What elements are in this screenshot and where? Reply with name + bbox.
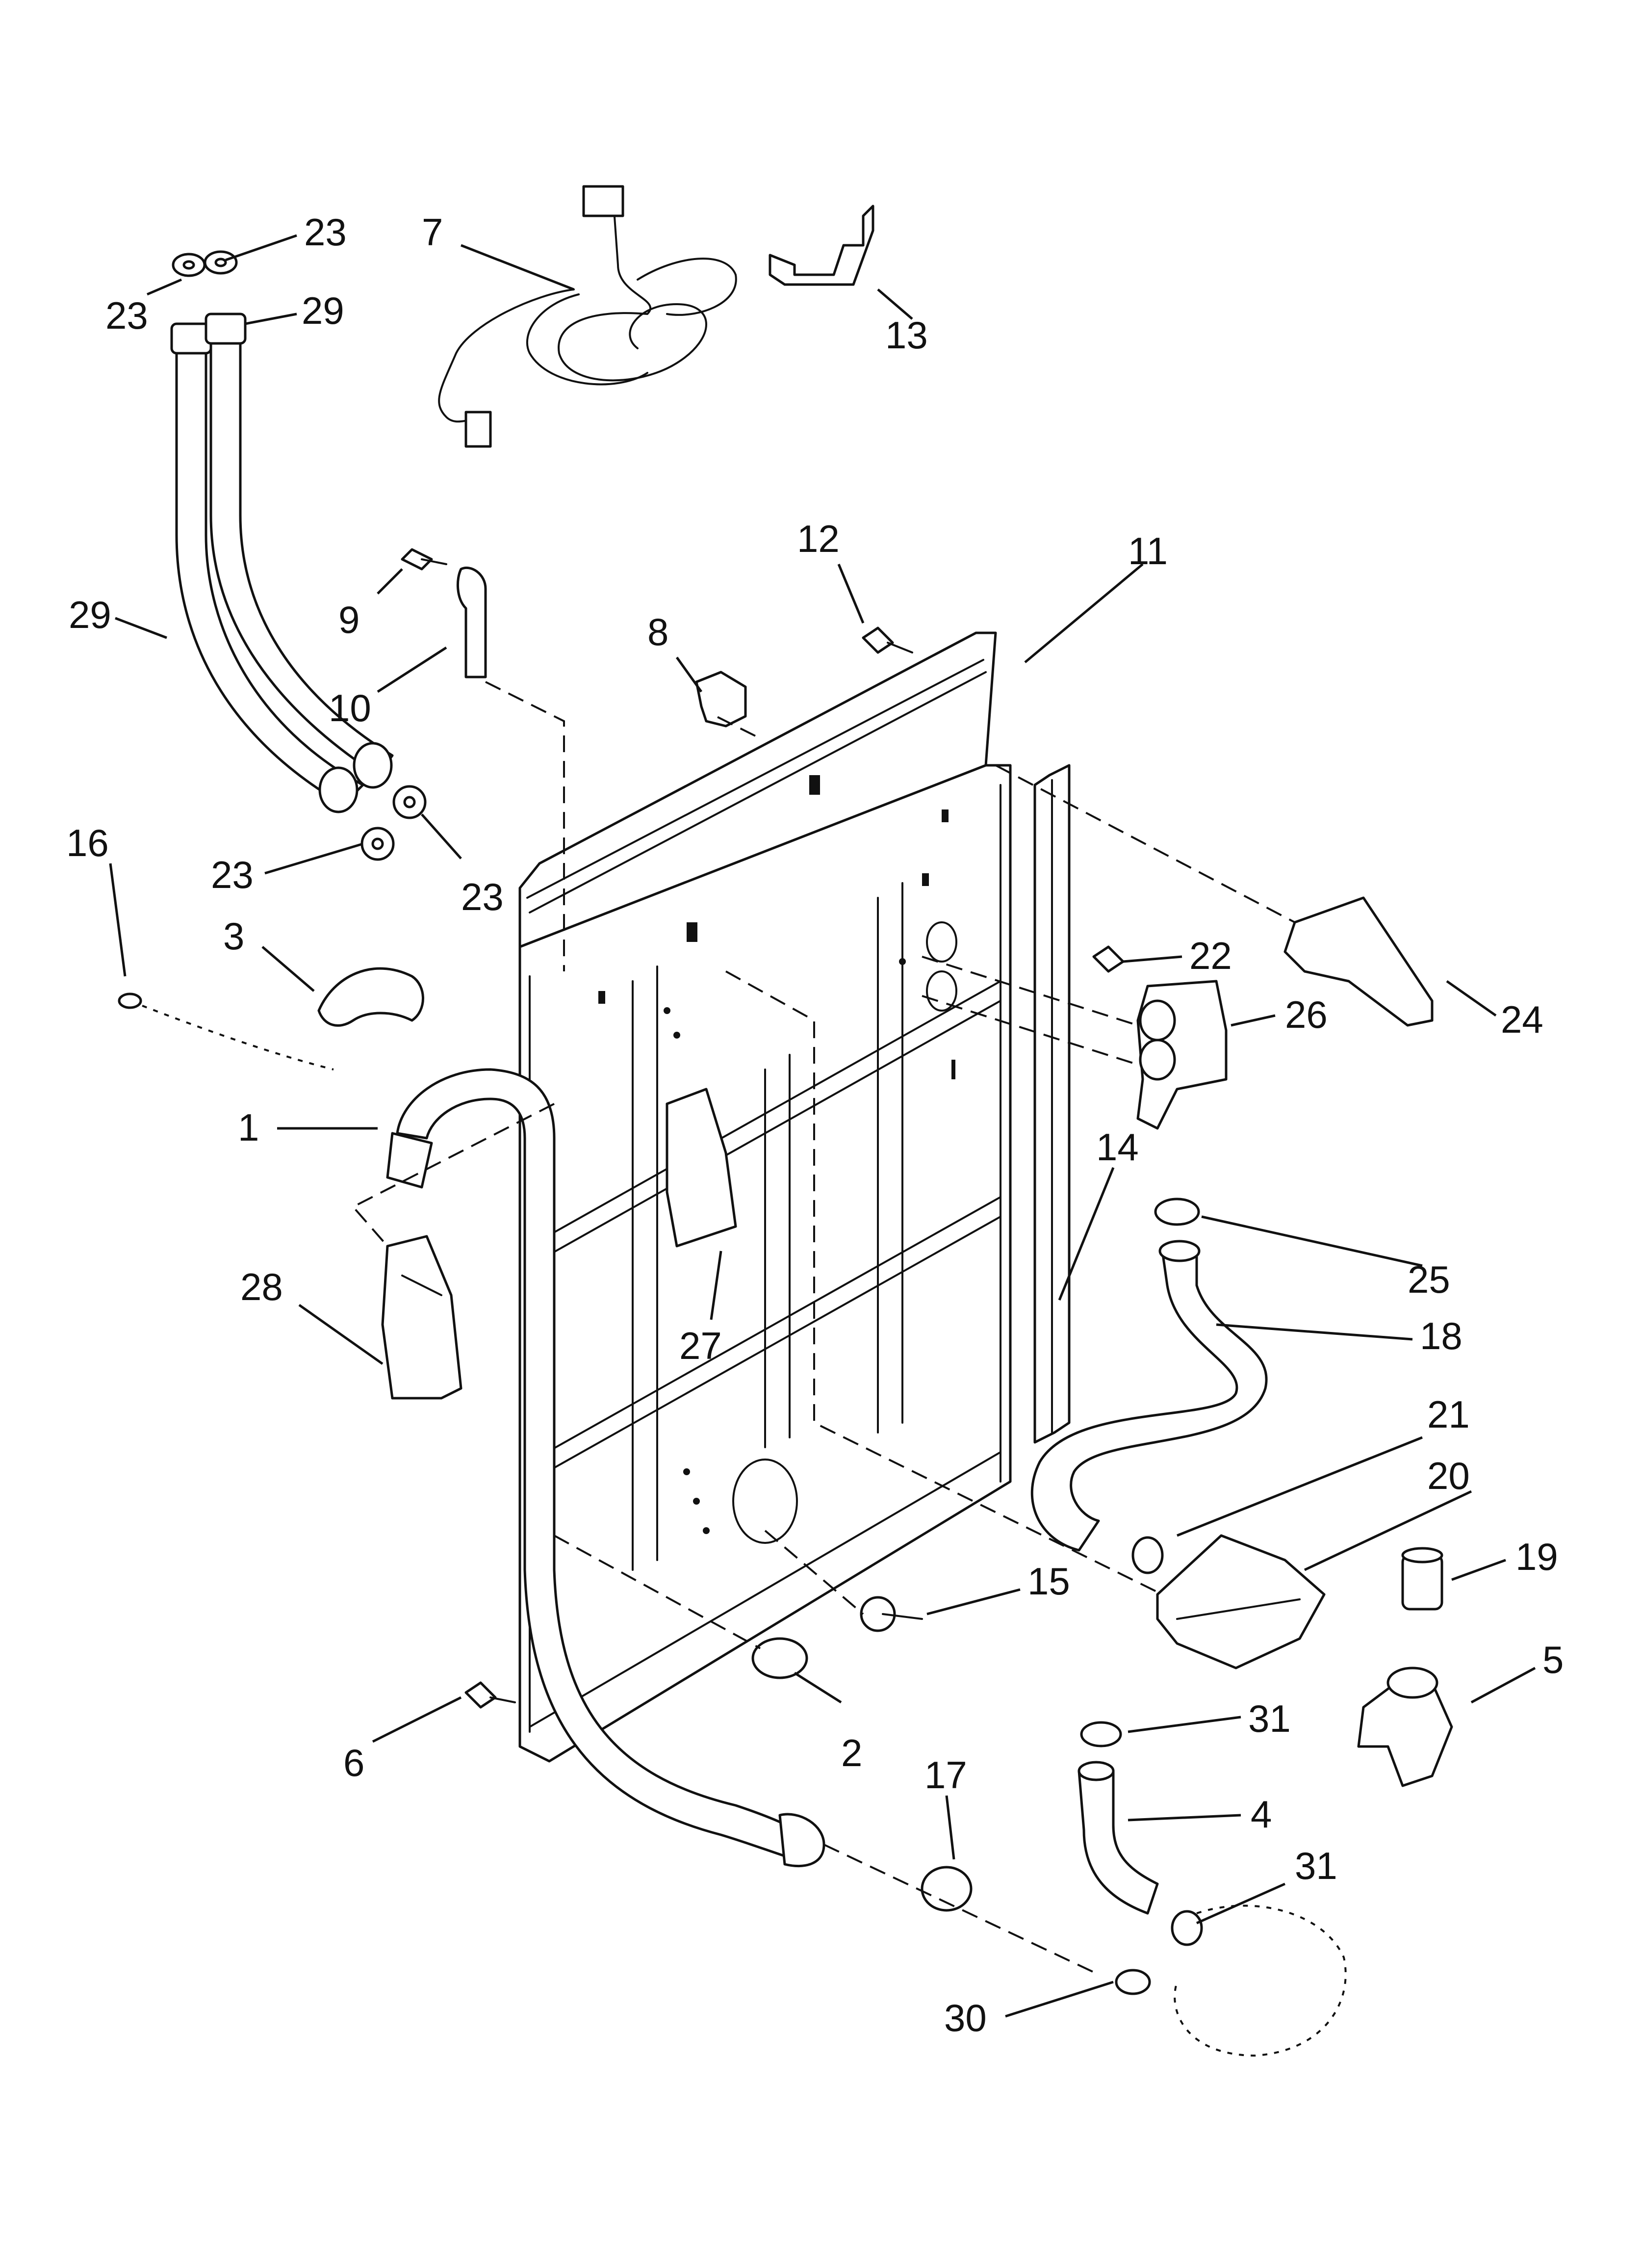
callout-26: 26 <box>1285 993 1328 1036</box>
capacitor-19 <box>1401 1547 1443 1611</box>
callout-12: 12 <box>797 517 840 560</box>
callout-8: 8 <box>647 610 668 653</box>
pump-housing-20 <box>1156 1534 1326 1669</box>
inlet-hoses <box>170 313 394 813</box>
inlet-hose-18 <box>1030 1240 1268 1552</box>
callout-17: 17 <box>924 1753 967 1797</box>
callout-21: 21 <box>1427 1393 1470 1436</box>
power-cord <box>438 185 737 448</box>
callout-14: 14 <box>1096 1125 1139 1169</box>
callout-10: 10 <box>329 686 371 730</box>
callout-23a: 23 <box>304 210 347 254</box>
callout-labels: 1 2 3 4 5 6 7 8 9 10 11 12 13 14 15 16 1… <box>66 210 1564 2039</box>
callout-4: 4 <box>1251 1793 1272 1836</box>
callout-20: 20 <box>1427 1454 1470 1497</box>
rear-panel <box>518 631 1012 1763</box>
tub-outlet-phantom <box>1174 1904 1347 2057</box>
callout-30: 30 <box>944 1996 987 2039</box>
drain-pump-5 <box>1357 1667 1453 1787</box>
bracket-24 <box>1283 896 1434 1027</box>
clamp-17 <box>921 1866 973 1912</box>
callout-25: 25 <box>1408 1258 1450 1301</box>
callout-19: 19 <box>1515 1535 1558 1578</box>
clamp-21 <box>1131 1536 1164 1574</box>
callout-13: 13 <box>885 313 928 357</box>
washers <box>172 250 427 861</box>
callout-23b: 23 <box>105 294 148 337</box>
water-valve <box>1136 980 1228 1130</box>
clip-8 <box>695 671 747 728</box>
callout-29b: 29 <box>69 593 111 636</box>
callout-11: 11 <box>1128 529 1168 573</box>
bracket-28 <box>381 1235 462 1400</box>
callout-28: 28 <box>240 1265 283 1308</box>
callout-27: 27 <box>679 1324 722 1367</box>
side-bar-14 <box>1033 764 1071 1444</box>
callout-1: 1 <box>238 1106 259 1149</box>
callout-6: 6 <box>343 1741 364 1784</box>
callout-16: 16 <box>66 821 109 864</box>
leader-arrows <box>109 234 1536 2018</box>
screw-12 <box>862 626 913 654</box>
strap-10 <box>456 566 487 678</box>
bracket-27 <box>666 1088 737 1248</box>
clip-2 <box>751 1637 808 1679</box>
callout-18: 18 <box>1420 1314 1462 1357</box>
assembly-lines <box>351 681 1295 1973</box>
callout-31b: 31 <box>1295 1844 1337 1887</box>
callout-23c: 23 <box>211 853 254 896</box>
callout-29a: 29 <box>302 289 344 332</box>
callout-2: 2 <box>841 1731 862 1774</box>
callout-9: 9 <box>338 598 359 641</box>
screw-22 <box>1092 945 1125 973</box>
hose-4 <box>1078 1761 1159 1915</box>
callout-15: 15 <box>1027 1560 1070 1603</box>
callout-5: 5 <box>1542 1638 1564 1681</box>
screw-9 <box>401 548 447 571</box>
bracket-13 <box>769 205 874 286</box>
callout-22: 22 <box>1189 934 1232 977</box>
callout-24: 24 <box>1501 998 1543 1041</box>
callout-31a: 31 <box>1248 1697 1291 1740</box>
callout-7: 7 <box>422 210 443 254</box>
screw-6 <box>464 1681 516 1709</box>
plug-15 <box>860 1596 923 1632</box>
clamps-31-30 <box>1080 1721 1203 1995</box>
callout-23d: 23 <box>461 875 504 918</box>
clamp-25 <box>1154 1198 1200 1226</box>
clip-3 <box>317 967 424 1027</box>
callout-3: 3 <box>223 914 244 958</box>
drain-hose <box>386 1068 825 1868</box>
tie-strap-16 <box>118 992 334 1070</box>
